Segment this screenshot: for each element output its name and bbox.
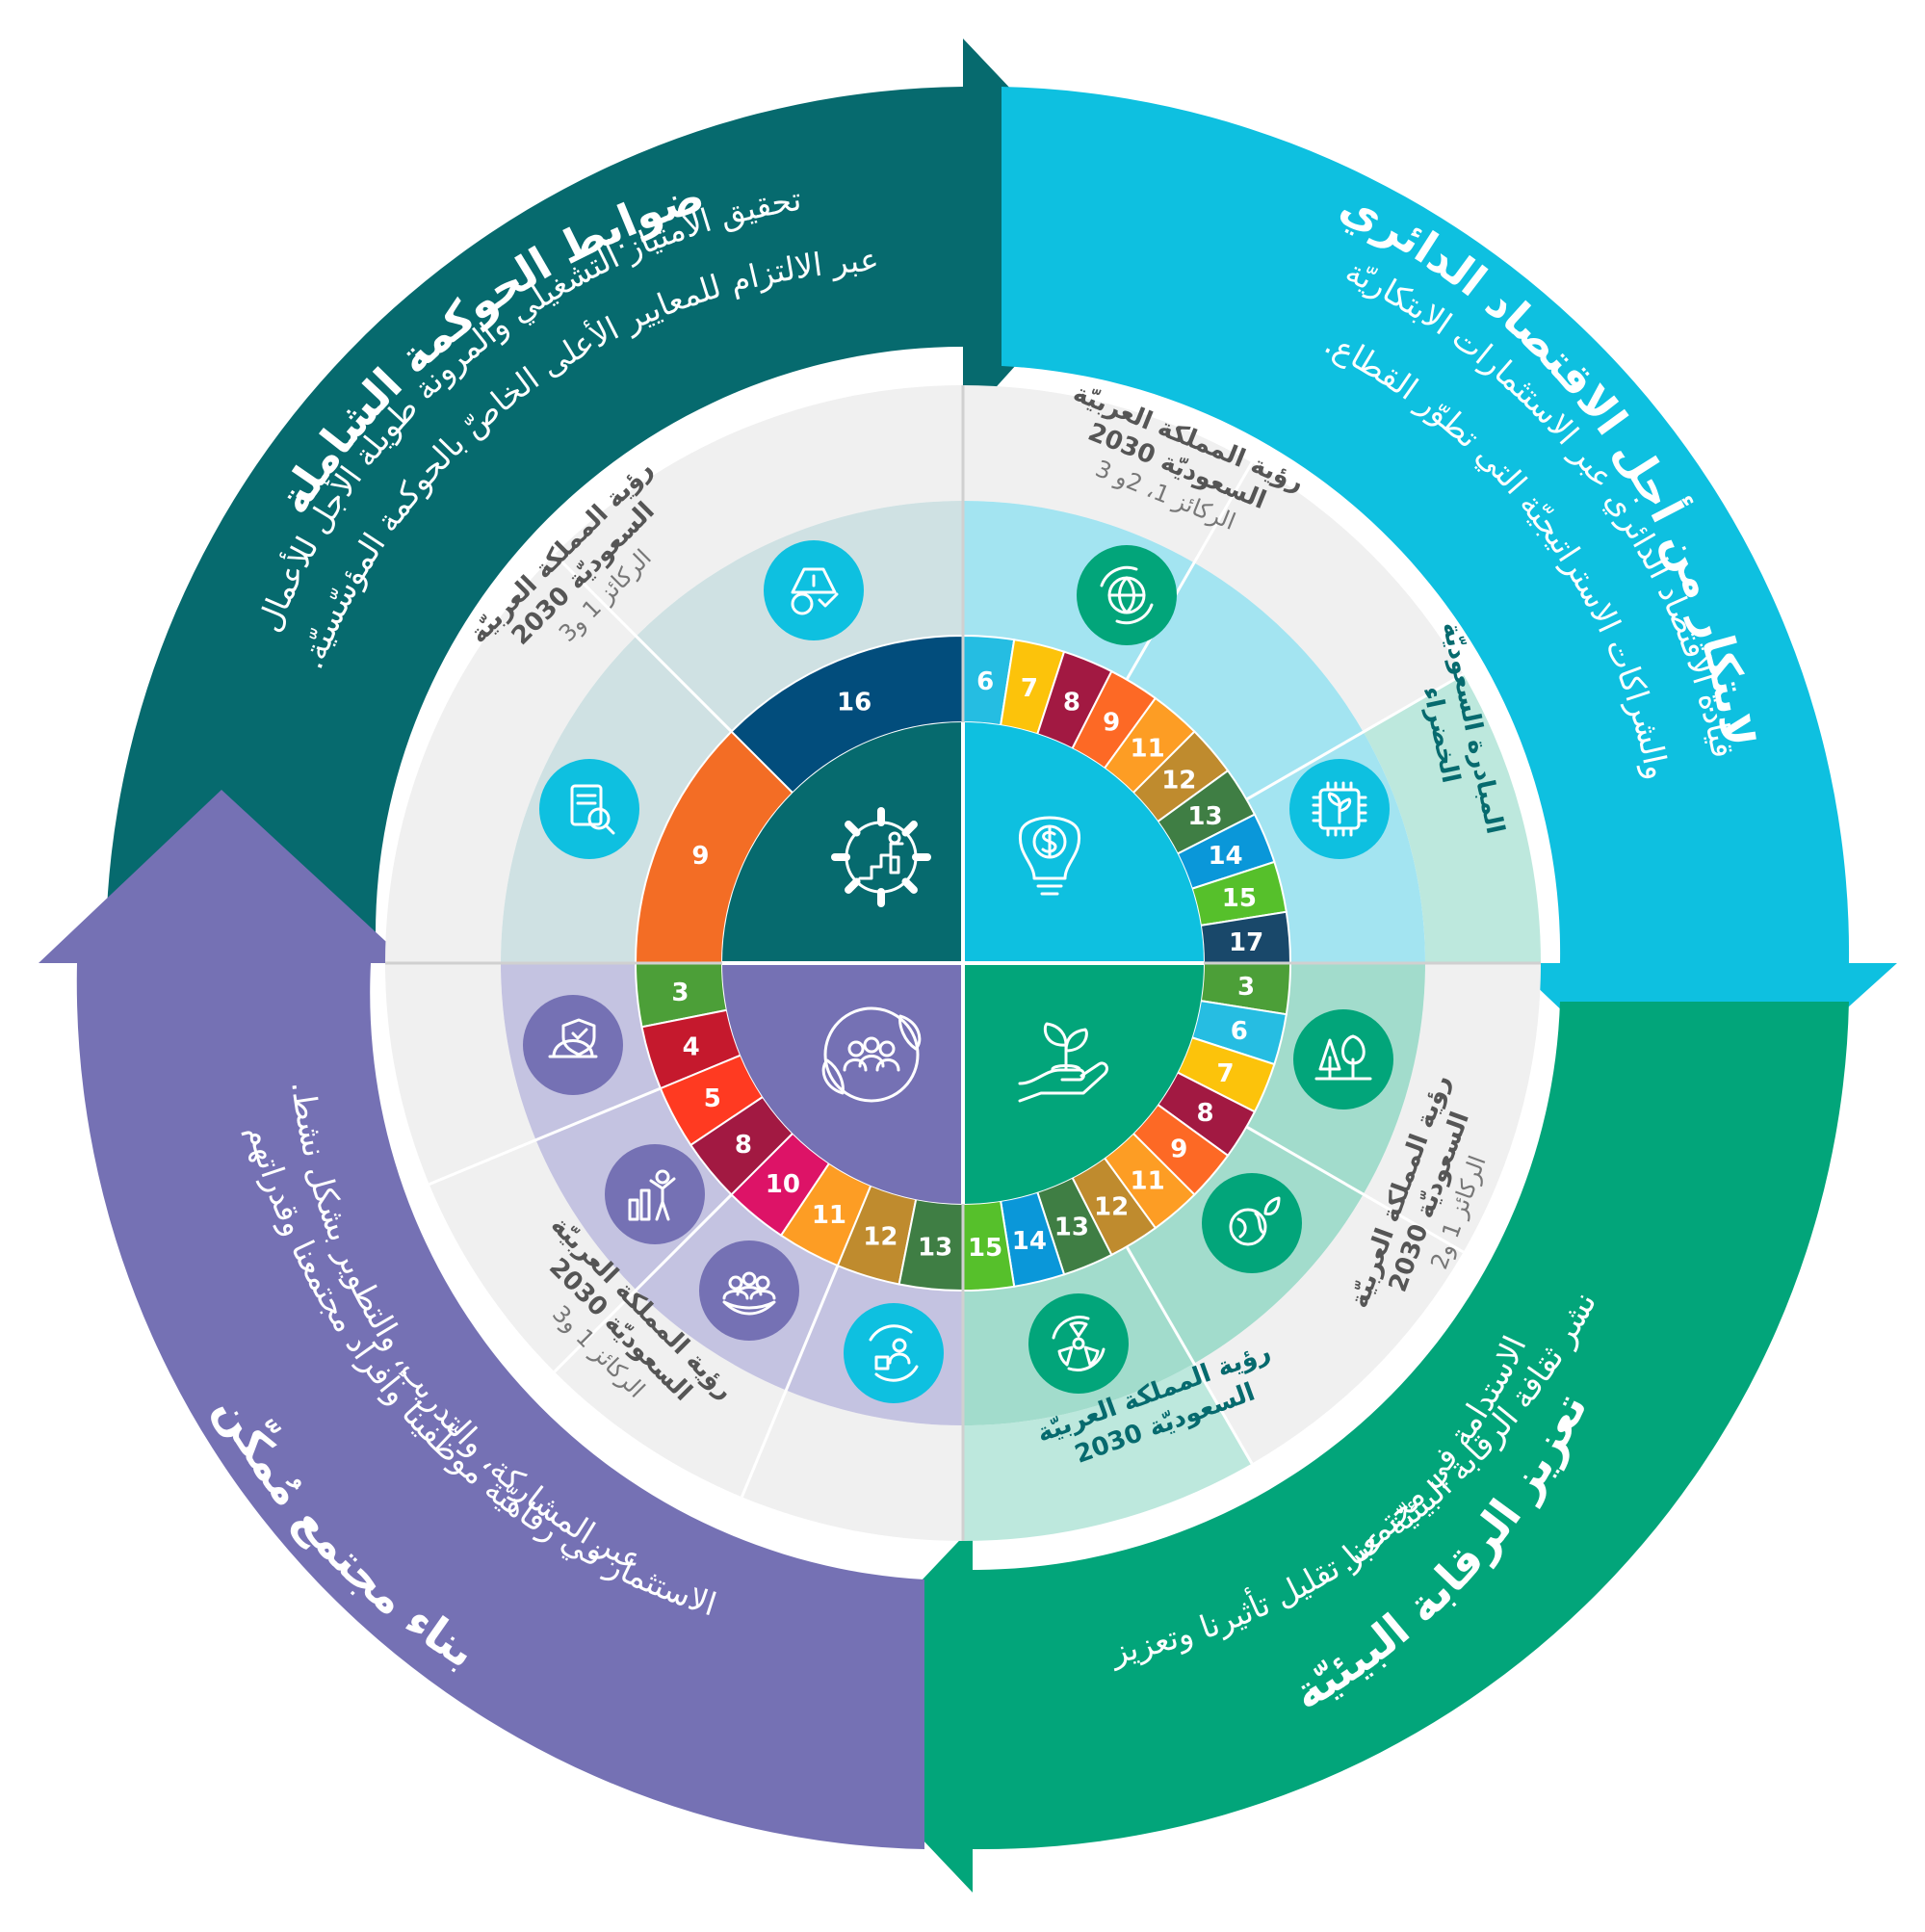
sdg-label: 9 — [691, 842, 709, 871]
warning-clock-check-icon — [764, 540, 864, 640]
sdg-label: 7 — [1216, 1059, 1234, 1088]
person-box-cycle-icon — [844, 1303, 944, 1403]
safety-helmet-shield-icon — [523, 995, 623, 1095]
sdg-label: 14 — [1012, 1227, 1047, 1256]
sdg-label: 6 — [976, 667, 994, 696]
sdg-label: 6 — [1231, 1017, 1248, 1046]
sdg-label: 12 — [1161, 766, 1196, 795]
sdg-label: 3 — [1237, 973, 1255, 1002]
sdg-label: 9 — [1170, 1136, 1187, 1164]
sdg-label: 15 — [1222, 884, 1257, 913]
sdg-label: 13 — [918, 1234, 952, 1263]
sdg-label: 8 — [1063, 688, 1080, 717]
earth-leaf-icon — [1202, 1173, 1302, 1273]
sdg-label: 12 — [1094, 1193, 1129, 1222]
sdg-label: 8 — [735, 1131, 752, 1160]
sdg-label: 14 — [1208, 842, 1242, 871]
sdg-label: 13 — [1054, 1214, 1089, 1242]
person-growth-chart-icon — [605, 1144, 705, 1244]
sdg-label: 11 — [1130, 1166, 1164, 1195]
sdg-label: 15 — [968, 1234, 1002, 1263]
sdg-label: 13 — [1187, 802, 1222, 831]
sdg-label: 11 — [1130, 735, 1164, 764]
sdg-label: 5 — [704, 1084, 721, 1113]
sdg-label: 4 — [683, 1033, 700, 1062]
sdg-label: 11 — [812, 1201, 846, 1230]
sdg-label: 10 — [766, 1170, 800, 1199]
sdg-label: 7 — [1021, 674, 1038, 703]
group-leaf-icon — [699, 1240, 799, 1341]
sdg-label: 17 — [1229, 928, 1263, 957]
globe-recycle-icon — [1077, 545, 1177, 645]
sdg-label: 3 — [671, 979, 689, 1007]
sdg-label: 16 — [837, 688, 871, 717]
forest-trees-icon — [1293, 1009, 1393, 1110]
sdg-label: 12 — [863, 1222, 897, 1251]
sdg-label: 8 — [1196, 1099, 1213, 1128]
chip-leaf-icon — [1289, 759, 1390, 859]
document-search-icon — [539, 759, 639, 859]
radiation-recycle-icon — [1028, 1293, 1129, 1394]
sdg-label: 9 — [1103, 708, 1120, 737]
